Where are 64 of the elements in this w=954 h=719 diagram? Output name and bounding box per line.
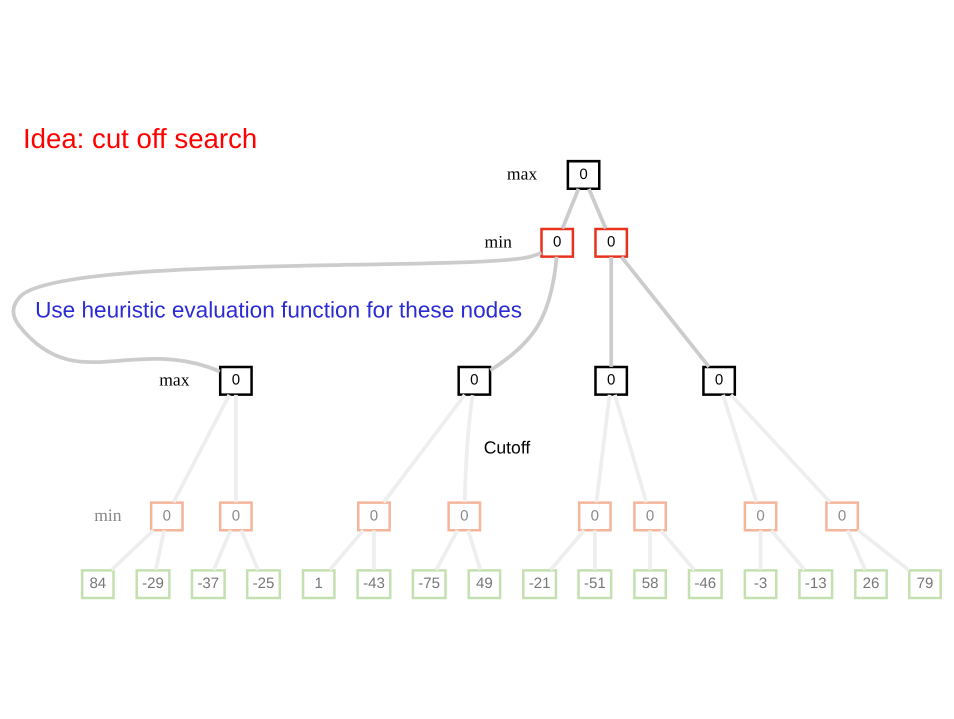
node-box: 0 [744, 501, 778, 532]
connector [592, 530, 597, 570]
node-box: 0 [457, 366, 492, 396]
label: min [484, 231, 512, 252]
connector [721, 394, 758, 503]
node-box: -25 [246, 569, 282, 600]
connector [110, 528, 155, 572]
connector [549, 529, 586, 572]
node-box: 26 [854, 569, 888, 600]
connector [212, 530, 232, 571]
connector [434, 529, 460, 571]
connector [328, 529, 365, 572]
node-box: 0 [633, 501, 668, 532]
label: Cutoff [484, 437, 530, 458]
label: max [506, 164, 538, 184]
connector [489, 256, 558, 372]
connector [239, 530, 260, 571]
node-box: 0 [357, 501, 391, 532]
diagram-title: Idea: cut off search [22, 123, 258, 154]
node-box: 0 [566, 160, 600, 190]
node-box: 58 [633, 569, 668, 600]
connector [12, 250, 542, 374]
node-box: -75 [412, 569, 447, 600]
connector [856, 528, 910, 572]
connector [620, 256, 710, 368]
node-box: -3 [744, 569, 778, 600]
node-box: -43 [356, 569, 392, 600]
node-box: -51 [577, 569, 612, 600]
node-box: 0 [540, 228, 574, 258]
node-box: -37 [190, 569, 226, 600]
node-box: 1 [302, 569, 336, 600]
label: Use heuristic evaluation function for these nodes [35, 297, 522, 322]
connector [659, 529, 696, 572]
connector [466, 530, 482, 570]
node-box: 79 [908, 569, 942, 600]
connector [846, 529, 867, 571]
node-box: 0 [594, 228, 628, 258]
connector [594, 394, 612, 502]
node-box: 0 [218, 501, 253, 532]
node-box: 0 [702, 366, 736, 396]
connector [462, 394, 474, 502]
node-box: -29 [135, 569, 171, 600]
node-box: 0 [447, 501, 482, 532]
node-box: 0 [594, 366, 628, 396]
connector [609, 257, 614, 367]
node-box: 0 [825, 501, 860, 532]
label: max [159, 369, 190, 390]
node-box: 0 [150, 501, 184, 532]
connector [154, 530, 166, 570]
label: min [94, 505, 122, 526]
connector [172, 394, 231, 504]
node-box: -46 [688, 569, 723, 600]
node-box: -21 [522, 569, 558, 600]
node-box: 49 [467, 569, 502, 600]
connector [730, 394, 832, 504]
node-box: -13 [798, 569, 834, 600]
connector [613, 394, 648, 503]
connector [587, 188, 608, 230]
node-box: 0 [578, 501, 612, 532]
node-box: 0 [218, 366, 253, 396]
connector [382, 394, 466, 504]
connector [560, 188, 580, 230]
node-box: 84 [80, 569, 115, 600]
connector [770, 529, 806, 572]
